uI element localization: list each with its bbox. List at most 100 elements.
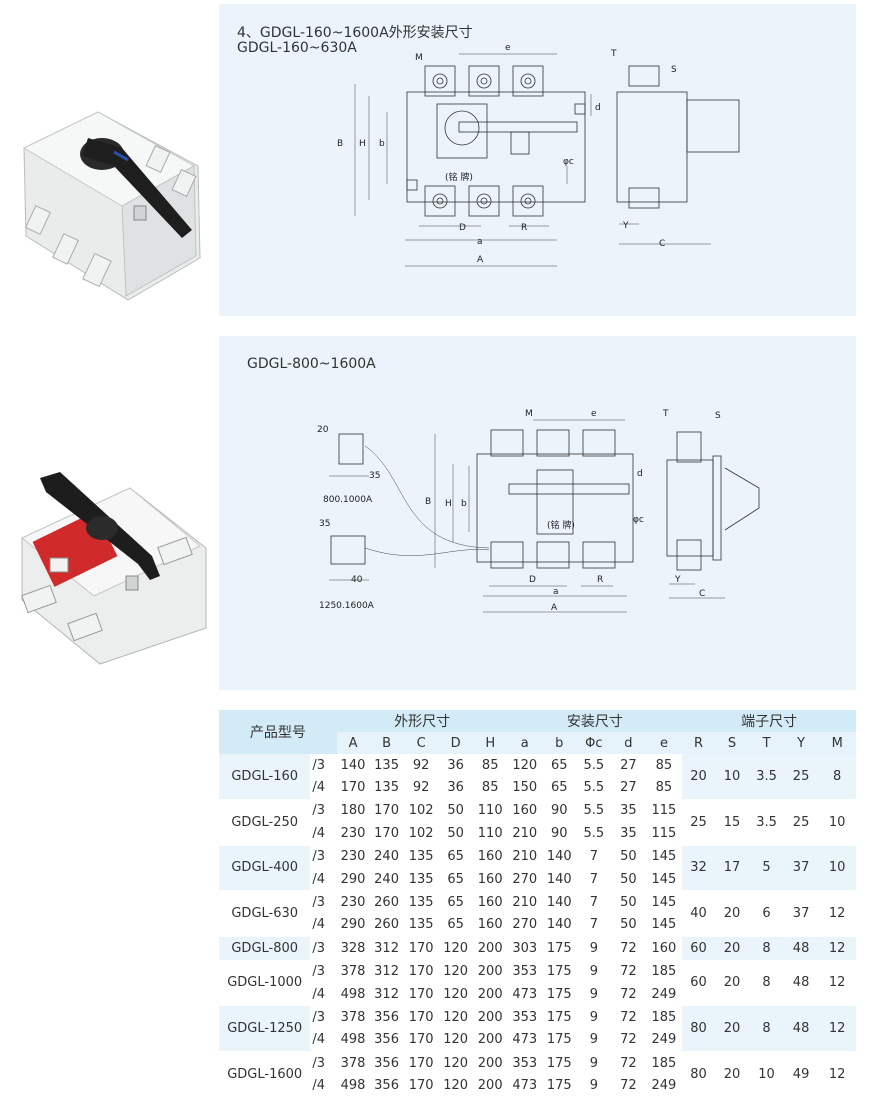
model-cell: GDGL-1600 [219, 1051, 311, 1097]
value-cell: 85 [655, 780, 673, 796]
value-cell: 9 [589, 1032, 598, 1048]
value-cell: 356 [374, 1032, 399, 1048]
switch-body [21, 487, 207, 665]
value-cell: 353 [507, 959, 543, 983]
column-header: A [336, 732, 370, 754]
pole-cell: /3 [310, 890, 337, 914]
pole-cell: /3 [310, 844, 337, 868]
value-cell: 200 [472, 1005, 508, 1029]
column-header: Y [783, 732, 819, 754]
label-S: S [715, 411, 721, 421]
pole-cell: /4 [312, 871, 326, 887]
value-cell: 135 [374, 780, 399, 796]
value-cell: 145 [651, 871, 677, 887]
value-cell: 27 [620, 757, 637, 773]
terminal-cell: 60 [682, 936, 715, 961]
value-cell: 175 [542, 936, 577, 961]
value-cell: 65 [447, 917, 464, 933]
value-cell: 110 [477, 825, 503, 841]
value-cell: 290 [340, 871, 366, 887]
terminal-cell: 17 [714, 844, 750, 891]
value-cell: 65 [438, 844, 473, 868]
dim-20: 20 [317, 425, 329, 435]
value-cell: 210 [507, 890, 543, 914]
value-cell: 378 [336, 959, 370, 983]
label-T: T [662, 409, 669, 419]
group-header-mounting: 安装尺寸 [507, 710, 683, 732]
column-header: T [749, 732, 784, 754]
value-cell: 356 [369, 1051, 404, 1075]
value-cell: 240 [374, 871, 399, 887]
value-cell: 210 [512, 825, 538, 841]
terminal-cell: 48 [783, 1005, 819, 1052]
product-photo-small-switch [22, 111, 201, 301]
value-cell: 200 [477, 986, 503, 1002]
value-cell: 170 [369, 798, 404, 823]
value-cell: 170 [403, 1005, 439, 1029]
value-cell: 92 [412, 780, 430, 796]
column-header: e [645, 732, 683, 754]
value-cell: 7 [576, 844, 612, 868]
column-header: M [818, 732, 856, 754]
value-cell: 200 [472, 1051, 508, 1075]
pole-cell: /4 [312, 986, 326, 1002]
value-cell: 175 [542, 959, 577, 983]
value-cell: 50 [611, 844, 646, 868]
value-cell: 175 [546, 1032, 572, 1048]
pole-cell: /4 [312, 780, 326, 796]
column-header: S [714, 732, 750, 754]
value-cell: 200 [472, 959, 508, 983]
label-d: d [595, 103, 601, 113]
label-S: S [671, 65, 677, 75]
terminal-cell: 12 [818, 936, 856, 961]
value-cell: 230 [336, 844, 370, 868]
value-cell: 175 [542, 1051, 577, 1075]
value-cell: 5.5 [583, 757, 605, 773]
value-cell: 72 [620, 986, 637, 1002]
value-cell: 498 [340, 1078, 366, 1094]
value-cell: 135 [403, 844, 439, 868]
value-cell: 498 [340, 986, 366, 1002]
terminal-cell: 15 [714, 798, 750, 846]
terminal-cell: 25 [783, 798, 819, 846]
model-header: 产品型号 [219, 710, 337, 754]
value-cell: 249 [651, 986, 677, 1002]
model-cell: GDGL-800 [219, 936, 311, 961]
terminal-cell: 12 [818, 1005, 856, 1052]
value-cell: 5.5 [576, 798, 612, 823]
terminal-cell: 3.5 [749, 754, 784, 800]
value-cell: 353 [507, 1005, 543, 1029]
drawing-panel-160-630: 4、GDGL-160~1600A外形安装尺寸 GDGL-160~630A [219, 4, 856, 316]
label-Y: Y [674, 575, 681, 585]
label-b: b [379, 139, 385, 149]
pole-cell: /3 [310, 1051, 337, 1075]
terminal-cell: 80 [682, 1051, 715, 1097]
dimension-drawing-160-630: M e T S B H b d φc D R a A Y C (铭 牌) [337, 43, 740, 267]
terminal-cell: 60 [682, 959, 715, 1006]
value-cell: 160 [507, 798, 543, 823]
value-cell: 120 [438, 1051, 473, 1075]
value-cell: 7 [576, 890, 612, 914]
terminal-cell: 20 [714, 936, 750, 961]
label-T: T [610, 49, 617, 59]
pole-cell: /4 [312, 1078, 326, 1094]
pole-cell: /3 [310, 798, 337, 823]
value-cell: 9 [576, 1005, 612, 1029]
value-cell: 85 [655, 757, 673, 773]
value-cell: 140 [542, 890, 577, 914]
value-cell: 312 [369, 959, 404, 983]
value-cell: 378 [336, 1005, 370, 1029]
value-cell: 115 [645, 798, 683, 823]
terminal-cell: 8 [749, 1005, 784, 1052]
label-A: A [477, 255, 484, 265]
column-header: a [507, 732, 543, 754]
value-cell: 230 [340, 825, 366, 841]
terminal-cell: 80 [682, 1005, 715, 1052]
